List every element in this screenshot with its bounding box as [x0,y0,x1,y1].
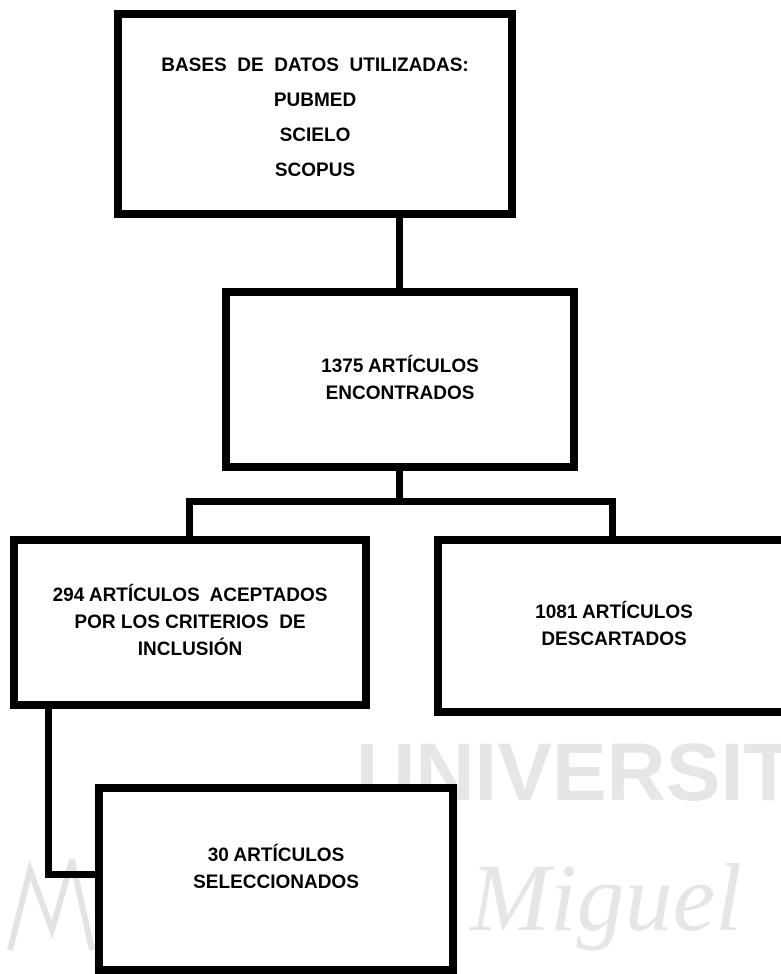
articles-accepted-line1: 294 ARTÍCULOS ACEPTADOS [52,585,328,606]
connector-to-selected [45,871,99,878]
database-item-scielo: SCIELO [279,125,351,146]
watermark-word-miguel: Miguel [468,844,742,951]
connector-branch-to-accepted [186,498,193,540]
connector-branch-horizontal [186,498,616,505]
database-item-pubmed: PUBMED [273,90,357,111]
articles-discarded-count: 1081 ARTÍCULOS [535,602,693,623]
articles-discarded-box: 1081 ARTÍCULOS DESCARTADOS [434,536,781,716]
articles-selected-box: 30 ARTÍCULOS SELECCIONADOS [95,784,457,974]
databases-heading: BASES DE DATOS UTILIZADAS: [161,55,469,76]
connector-databases-to-found [396,214,403,292]
databases-box: BASES DE DATOS UTILIZADAS: PUBMED SCIELO… [114,10,516,218]
connector-branch-to-discarded [609,498,616,540]
articles-found-label: ENCONTRADOS [325,382,475,404]
articles-accepted-line2: POR LOS CRITERIOS DE [74,612,306,633]
connector-found-down [396,467,403,505]
articles-accepted-box: 294 ARTÍCULOS ACEPTADOS POR LOS CRITERIO… [10,536,370,709]
articles-selected-label: SELECCIONADOS [193,872,359,893]
articles-found-count: 1375 ARTÍCULOS [321,355,479,377]
articles-accepted-line3: INCLUSIÓN [137,639,243,660]
articles-selected-count: 30 ARTÍCULOS [207,845,345,866]
connector-accepted-down [45,705,52,878]
articles-discarded-label: DESCARTADOS [541,629,687,650]
articles-found-box: 1375 ARTÍCULOS ENCONTRADOS [222,288,578,471]
database-item-scopus: SCOPUS [274,160,356,181]
